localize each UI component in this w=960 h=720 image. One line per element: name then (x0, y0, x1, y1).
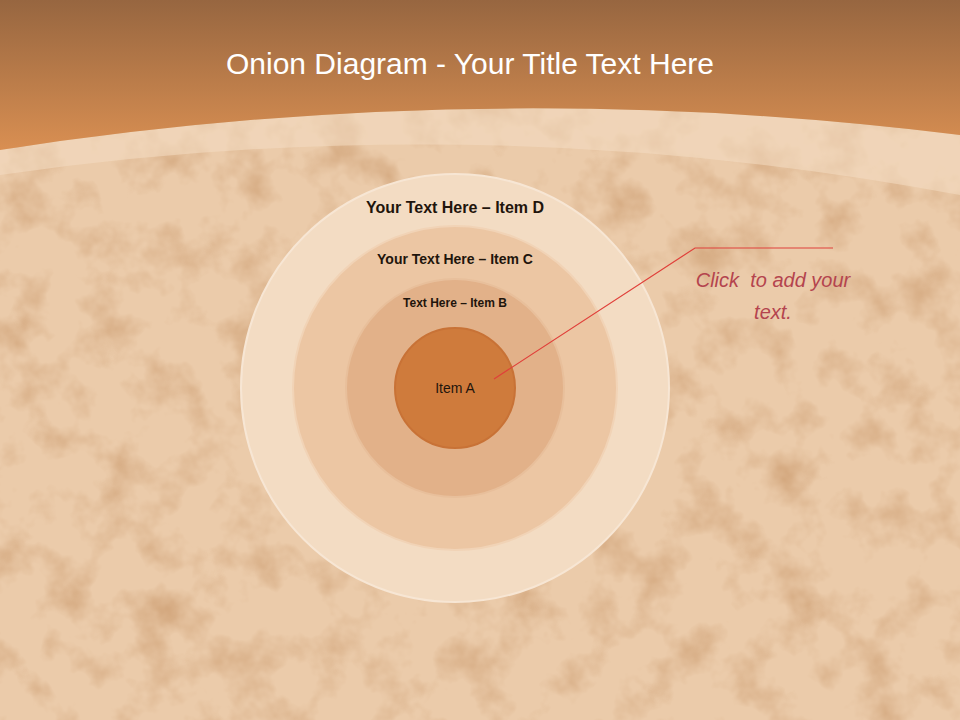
slide-title: Onion Diagram - Your Title Text Here (0, 47, 940, 81)
callout-note: Click to add your text. (693, 264, 853, 328)
core-label: Item A (435, 380, 475, 396)
core-circle: Item A (394, 327, 516, 449)
second-ring: Text Here – Item B Item A (345, 278, 565, 498)
ring-label: Text Here – Item B (403, 296, 507, 310)
ring-label: Your Text Here – Item C (377, 251, 533, 267)
third-ring: Your Text Here – Item C Text Here – Item … (292, 225, 618, 551)
circle-shape (395, 328, 515, 448)
circle-shape (346, 279, 564, 497)
outer-ring: Your Text Here – Item D Your Text Here – … (240, 173, 670, 603)
circle-shape (241, 174, 669, 602)
header-band (0, 0, 960, 150)
ring-label: Your Text Here – Item D (366, 199, 544, 217)
circle-shape (293, 226, 617, 550)
